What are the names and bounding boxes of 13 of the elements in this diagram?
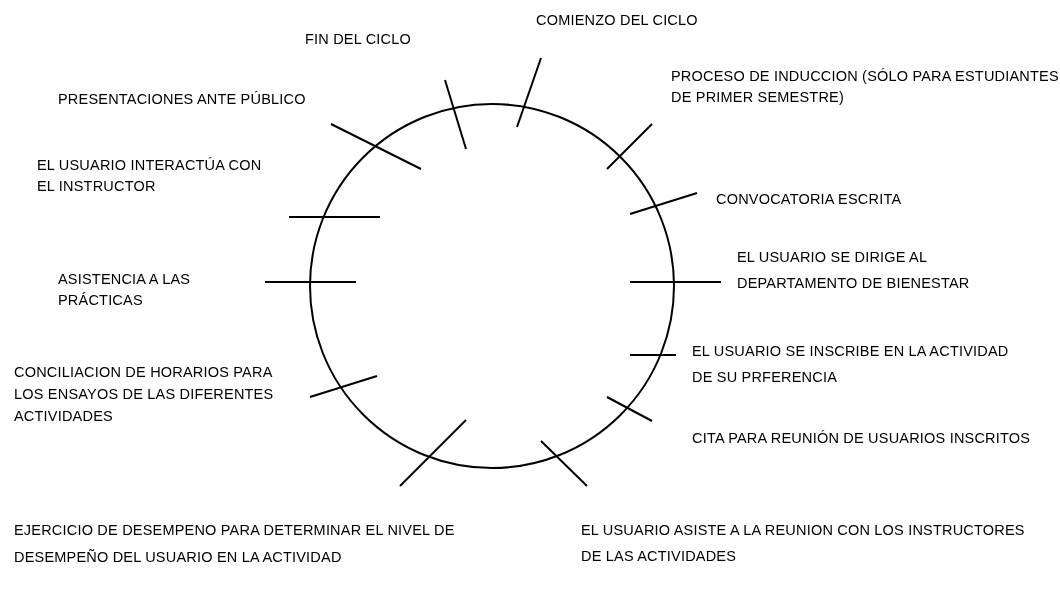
stage-label: EL USUARIO SE INSCRIBE EN LA ACTIVIDAD DE SU PRFERENCIA [692,342,1010,387]
stage-label: COMIENZO DEL CICLO [536,11,699,30]
stage-label: CONCILIACION DE HORARIOS PARA LOS ENSAYOS DE LAS DIFERENTES ACTIVIDADES [14,363,275,426]
stage-label: CITA PARA REUNIÓN DE USUARIOS INSCRITOS [692,429,1032,448]
stage-label: EJERCICIO DE DESEMPENO PARA DETERMINAR EL NIVEL DE DESEMPEÑO DEL USUARIO EN LA ACTIVIDAD [14,521,456,567]
stage-label: EL USUARIO SE DIRIGE AL DEPARTAMENTO DE BIENESTAR [737,248,971,293]
stage-label: EL USUARIO INTERACTÚA CON EL INSTRUCTOR [37,156,263,196]
stage-label: EL USUARIO ASISTE A LA REUNION CON LOS INSTRUCTORES DE LAS ACTIVIDADES [581,521,1026,566]
stage-label: PRESENTACIONES ANTE PÚBLICO [58,90,307,109]
stage-label: FIN DEL CICLO [305,30,412,49]
stage-label: ASISTENCIA A LAS PRÁCTICAS [58,270,192,310]
stage-label: CONVOCATORIA ESCRITA [716,190,903,209]
stage-label: PROCESO DE INDUCCION (SÓLO PARA ESTUDIANTES DE PRIMER SEMESTRE) [671,67,1060,107]
